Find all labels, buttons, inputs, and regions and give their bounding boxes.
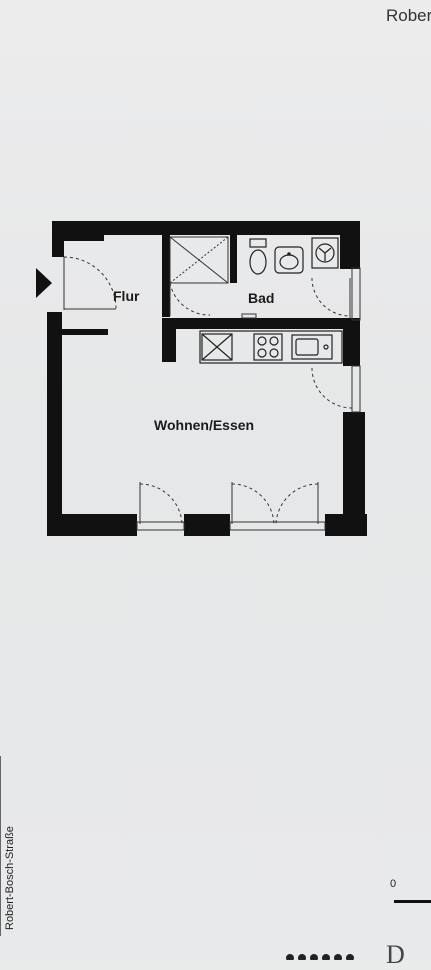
counter-outline — [199, 330, 343, 364]
windows — [136, 267, 361, 531]
washing-machine-icon — [311, 237, 339, 269]
walls — [47, 221, 367, 536]
street-boundary-line — [0, 756, 1, 936]
wall-entrance-stub — [62, 329, 108, 335]
wall-right-lower — [343, 412, 365, 536]
room-label-flur: Flur — [113, 288, 140, 304]
shower — [169, 236, 229, 316]
scale-zero-label: 0 — [390, 878, 397, 890]
washbasin-icon — [274, 246, 304, 274]
street-heading-text: Robert — [385, 6, 431, 25]
wall-right-top — [340, 221, 360, 269]
wall-top-left-block — [52, 221, 104, 241]
patio-doors — [139, 482, 319, 525]
sink-icon — [291, 334, 333, 360]
kitchen-counter — [199, 330, 343, 364]
wall-shower-toilet — [230, 235, 237, 283]
stove-icon — [253, 333, 283, 361]
entrance-arrow-icon — [36, 268, 52, 298]
wall-left-lower — [47, 312, 62, 536]
window-right-living — [351, 365, 361, 413]
wall-left-upper — [52, 221, 64, 257]
toilet-icon — [249, 238, 267, 275]
footer-partial-text: D — [386, 940, 405, 969]
shower-tray — [169, 236, 229, 284]
wall-top — [52, 221, 360, 235]
bath-threshold — [241, 313, 257, 319]
living-right-door — [311, 367, 353, 410]
wall-kitchen-post — [162, 318, 176, 362]
room-label-bad: Bad — [248, 290, 275, 306]
bath-door — [311, 277, 351, 318]
entrance-door — [63, 256, 117, 310]
wall-bottom-left — [47, 514, 137, 536]
wall-bottom-middle — [184, 514, 230, 536]
window-right-bath — [351, 267, 361, 321]
wall-bath-bottom — [162, 318, 360, 329]
street-name-label: Robert-Bosch-Straße — [4, 826, 16, 930]
wall-flur-shower — [162, 235, 170, 317]
window-bottom-right — [229, 521, 326, 531]
window-bottom-left — [136, 521, 185, 531]
scale-bar — [394, 900, 431, 903]
tree-row-icon — [286, 954, 354, 960]
room-label-wohnen-essen: Wohnen/Essen — [154, 417, 255, 433]
wall-right-middle — [343, 320, 360, 366]
